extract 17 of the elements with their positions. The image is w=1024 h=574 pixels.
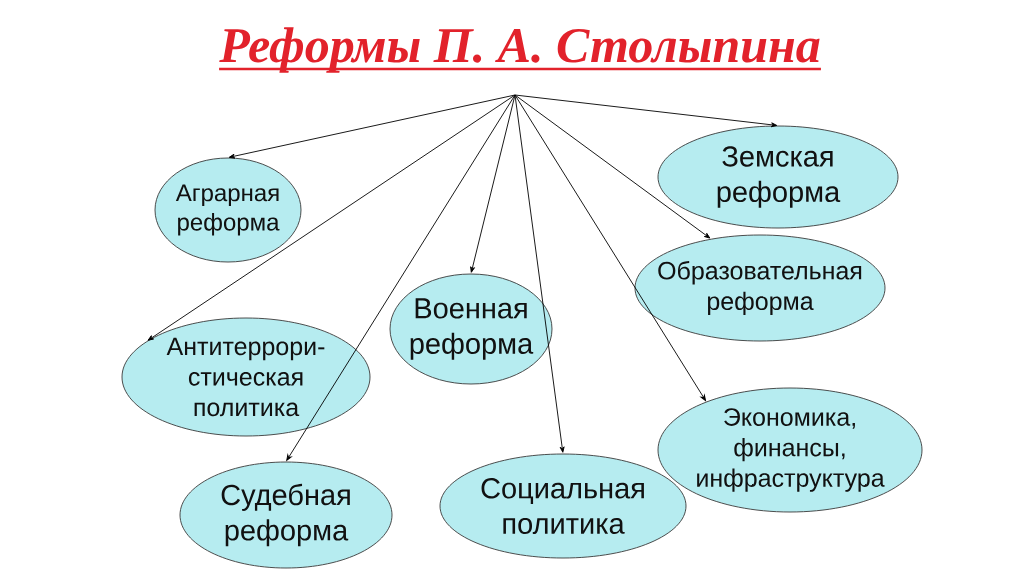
ellipse-node: Судебная реформа xyxy=(179,461,393,569)
arrow xyxy=(147,94,516,341)
arrow xyxy=(228,94,516,159)
ellipse-node: Военная реформа xyxy=(389,273,553,385)
arrow xyxy=(514,94,706,401)
ellipse-node: Земская реформа xyxy=(657,125,899,229)
ellipse-node: Антитеррори- стическая политика xyxy=(121,317,371,437)
arrow xyxy=(514,94,565,453)
ellipse-node: Социальная политика xyxy=(439,453,687,559)
arrow xyxy=(470,94,516,273)
ellipse-node: Экономика, финансы, инфраструктура xyxy=(657,387,923,513)
title: Реформы П. А. Столыпина xyxy=(219,27,821,73)
arrow xyxy=(514,94,711,239)
ellipse-node: Аграрная реформа xyxy=(154,157,302,263)
arrow xyxy=(286,94,516,461)
ellipse-node: Образовательная реформа xyxy=(634,234,886,342)
arrow xyxy=(514,94,778,128)
